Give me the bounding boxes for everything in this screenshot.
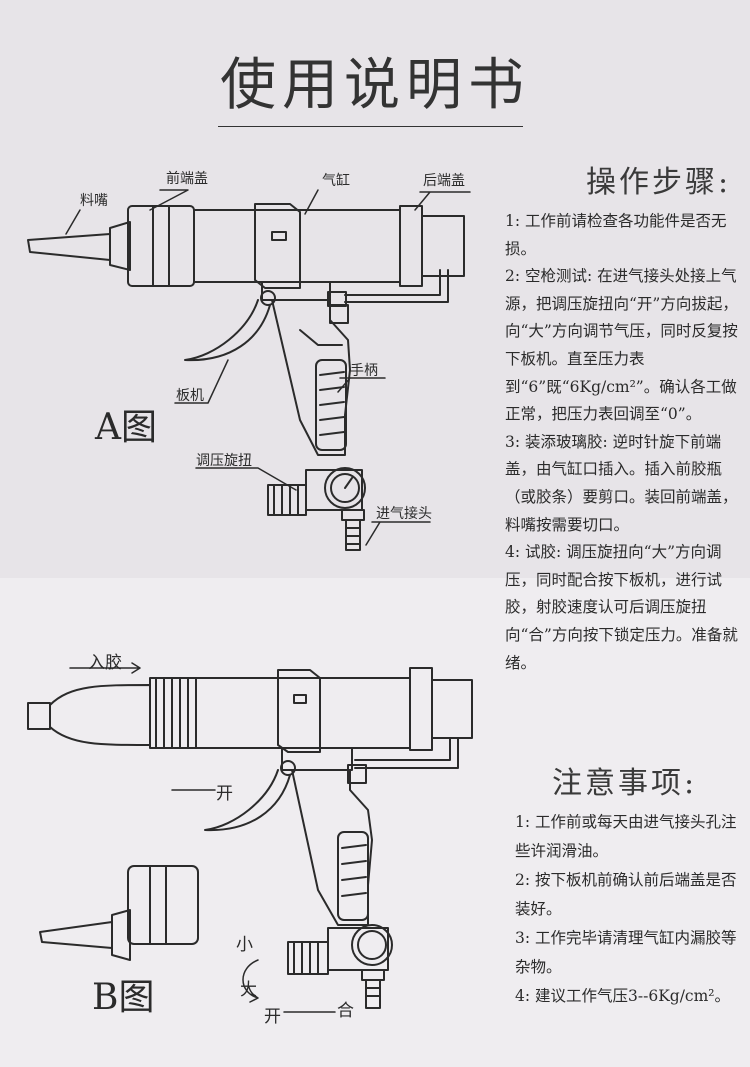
figure-b-label: B图 [92,977,155,1018]
label-open: 开 [216,784,233,804]
rotate-arrow [242,959,259,1003]
label-close: 合 [337,1001,354,1021]
notes-list: 1: 工作前或每天由进气接头孔注些许润滑油。 2: 按下板机前确认前后端盖是否装… [515,808,743,1011]
glue-tube-tip-shape [27,702,51,730]
title-underline [218,126,523,127]
clamp-shape [254,203,301,289]
document-title: 使用说明书 [220,53,530,118]
nozzle-base-shape [109,221,131,271]
note-item: 4: 建议工作气压3--6Kg/cm²。 [515,987,731,1005]
label-nozzle: 料嘴 [80,193,108,209]
glue-in-arrow [69,662,141,674]
figure-a-label: A图 [95,407,157,448]
glue-tube-shape [49,684,151,746]
label-handle: 手柄 [350,363,378,379]
pressure-gauge-shape [324,467,366,509]
operation-steps: 1: 工作前请检查各功能件是否无损。 2: 空枪测试: 在进气接头处接上气源，把… [505,208,745,677]
regulator-body-shape [305,469,363,511]
note-item: 3: 工作完毕请清理气缸内漏胶等杂物。 [515,929,737,976]
notes-heading: 注意事项: [552,766,698,801]
step-item: 3: 装添玻璃胶: 逆时针旋下前端盖，由气缸口插入。插入前胶瓶（或胶条）要剪口。… [505,432,738,534]
label-small: 小 [236,935,253,955]
note-item: 2: 按下板机前确认前后端盖是否装好。 [515,871,737,918]
label-rear-cap: 后端盖 [423,173,465,189]
operation-heading: 操作步骤: [586,165,732,200]
label-glue-in: 入胶 [88,653,122,673]
step-item: 1: 工作前请检查各功能件是否无损。 [505,212,727,258]
step-item: 2: 空枪测试: 在进气接头处接上气源，把调压旋扭向“开”方向拔起，向“大”方向… [505,267,738,424]
label-cylinder: 气缸 [322,173,350,189]
label-front-cap: 前端盖 [166,171,208,187]
label-regulator-knob: 调压旋扭 [196,453,252,469]
lower-panel [0,578,750,1067]
note-item: 1: 工作前或每天由进气接头孔注些许润滑油。 [515,813,737,860]
label-trigger: 板机 [176,388,204,404]
label-large: 大 [240,980,257,1000]
trigger-shape [184,299,271,362]
label-open-2: 开 [264,1007,281,1027]
step-item: 4: 试胶: 调压旋扭向“大”方向调压，同时配合按下板机，进行试胶，射胶速度认可… [505,543,738,672]
rear-cap-back-shape [421,215,465,277]
label-air-inlet: 进气接头 [376,506,432,522]
